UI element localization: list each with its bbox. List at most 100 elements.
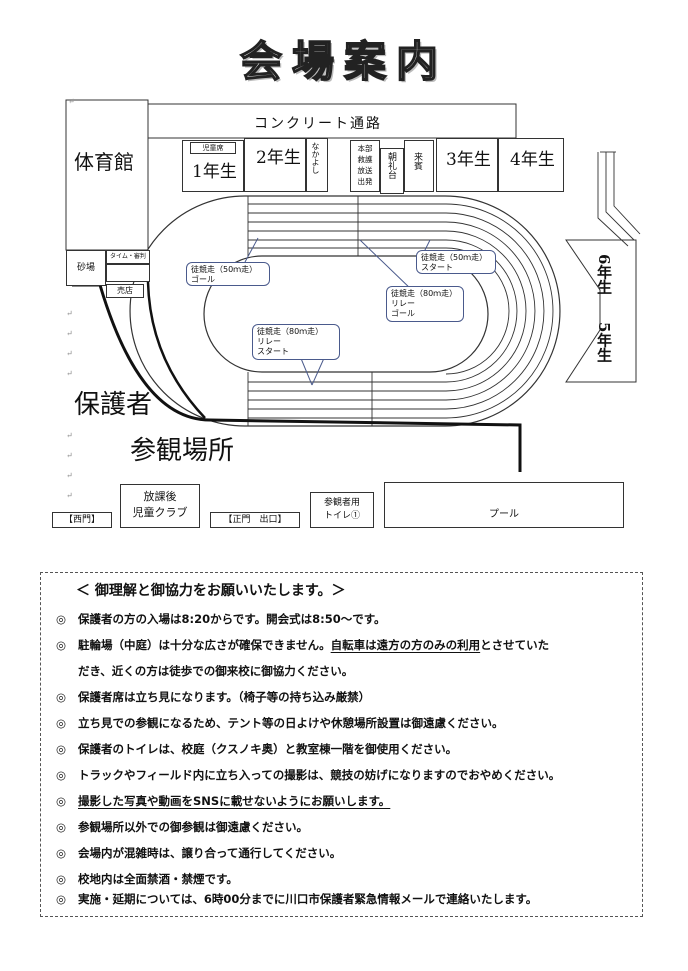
bullet-icon: ◎ [56,794,67,808]
callout-text: スタート [421,263,453,272]
bullet-icon: ◎ [56,846,67,860]
notice-item: ◎ 保護者の方の入場は8:20からです。開会式は8:50～です。 [56,606,636,632]
grade3-area [436,138,498,192]
hq-line: 救護 [357,155,373,164]
gym-label: 体育館 [74,150,134,174]
bullet-icon: ◎ [56,690,67,704]
hq-line: 放送 [357,166,373,175]
svg-text:↵: ↵ [68,97,75,106]
callout-text: リレー [257,337,281,346]
notice-text: 保護者席は立ち見になります。（椅子等の持ち込み厳禁） [78,690,371,704]
shop-label: 売店 [106,284,144,298]
notice-text: 会場内が混雑時は、譲り合って通行してください。 [78,846,342,860]
notice-text-underlined: 自転車は遠方の方のみの利用 [330,638,481,652]
grade6-label: 6年生 [595,254,613,295]
bullet-icon: ◎ [56,768,67,782]
restroom-label: トイレ① [323,511,360,521]
hq-line: 出発 [357,177,373,186]
hq-line: 本部 [357,144,373,153]
bullet-icon: ◎ [56,820,67,834]
paragraph-mark: ↵ [66,431,73,440]
paragraph-mark: ↵ [66,491,73,500]
guest-area [404,140,434,192]
callout-text: 徒競走（80ｍ走） [257,327,324,336]
visitor-restroom: 参観者用 トイレ① [310,492,374,528]
notice-box [40,572,643,917]
callout-text: スタート [257,347,289,356]
page-title: 会場案内 [239,36,448,87]
notice-text: 保護者のトイレは、校庭（クスノキ奥）と教室棟一階を御使用ください。 [78,742,458,756]
viewing-area-label: 参観場所 [130,436,235,466]
notice-item: ◎ 会場内が混雑時は、譲り合って通行してください。 [56,840,636,866]
grade1-label: 1年生 [192,162,237,182]
bullet-icon: ◎ [56,638,67,652]
podium-label: 朝礼台 [386,152,396,179]
notice-text: だき、近くの方は徒歩での御来校に御協力ください。 [78,664,354,678]
paragraph-mark: ↵ [66,329,73,338]
sandpit-area: 砂場 [66,250,106,286]
callout-text: 徒競走（50ｍ走） [191,265,258,274]
notice-item: ◎ 立ち見での参観になるため、テント等の日よけや休憩場所設置は御遠慮ください。 [56,710,636,736]
grade4-label: 4年生 [510,150,555,170]
notice-text: トラックやフィールド内に立ち入っての撮影は、競技の妨げになりますのでおやめくださ… [78,768,561,782]
notice-item: ◎ 実施・延期については、6時00分までに川口市保護者緊急情報メールで連絡いたしま… [56,886,636,912]
notice-text: 駐輪場（中庭）は十分な広さが確保できません。 [78,638,331,652]
notice-item: ◎ 参観場所以外での御参観は御遠慮ください。 [56,814,636,840]
restroom-label: 参観者用 [323,498,360,508]
callout-50m-goal: 徒競走（50ｍ走） ゴール [186,262,270,286]
timing-label: タイム・審判 [106,250,150,264]
paragraph-mark: ↵ [66,369,73,378]
after-school-label: 児童クラブ [132,506,188,519]
callout-text: ゴール [191,275,215,284]
grade3-label: 3年生 [446,150,491,170]
grade2-label: 2年生 [256,148,301,168]
notice-item: ◎ 校地内は全面禁酒・禁煙です。 [56,866,636,892]
notice-item-continued: だき、近くの方は徒歩での御来校に御協力ください。 [56,658,636,684]
notice-text: 保護者の方の入場は8:20からです。開会式は8:50～です。 [78,612,386,626]
timing-area [106,264,150,282]
bullet-icon: ◎ [56,716,67,730]
notice-item: ◎ 撮影した写真や動画をSNSに載せないようにお願いします。 [56,788,636,814]
callout-80m-goal: 徒競走（80ｍ走） リレー ゴール [386,286,464,322]
bullet-icon: ◎ [56,742,67,756]
paragraph-mark: ↵ [66,451,73,460]
podium-area [380,148,404,194]
callout-text: 徒競走（50ｍ走） [421,253,488,262]
child-seat-label: 児童席 [190,142,236,154]
after-school-label: 放課後 [143,490,177,503]
notice-text: 校地内は全面禁酒・禁煙です。 [78,872,238,886]
west-gate: 【西門】 [52,512,112,528]
notice-item: ◎ トラックやフィールド内に立ち入っての撮影は、競技の妨げになりますのでおやめくだ… [56,762,636,788]
callout-text: リレー [391,299,415,308]
guest-label: 来賓 [412,152,422,170]
callout-80m-start: 徒競走（80ｍ走） リレー スタート [252,324,340,360]
callout-text: 徒競走（80ｍ走） [391,289,458,298]
notice-text: 参観場所以外での御参観は御遠慮ください。 [78,820,308,834]
paragraph-mark: ↵ [66,471,73,480]
grade5-label: 5年生 [595,322,613,363]
grade4-area [498,138,564,192]
bullet-icon: ◎ [56,872,67,886]
paragraph-mark: ↵ [66,309,73,318]
paragraph-mark: ↵ [66,349,73,358]
notice-heading: ＜ 御理解と御協力をお願いいたします。＞ [76,583,346,599]
pool: プール [384,482,624,528]
notice-text: 立ち見での参観になるため、テント等の日よけや休憩場所設置は御遠慮ください。 [78,716,504,730]
notice-text: とさせていた [480,638,550,652]
notice-text-underlined: 撮影した写真や動画をSNSに載せないようにお願いします。 [78,794,391,808]
callout-text: ゴール [391,309,415,318]
main-gate-exit: 【正門 出口】 [210,512,300,528]
grade2-side-area [306,138,328,192]
bullet-icon: ◎ [56,612,67,626]
grade2-area [244,138,306,192]
parents-label: 保護者 [74,390,153,420]
grade2-side-label: なかよし [311,142,320,174]
notice-item: ◎ 保護者のトイレは、校庭（クスノキ奥）と教室棟一階を御使用ください。 [56,736,636,762]
callout-50m-start: 徒競走（50ｍ走） スタート [416,250,496,274]
notice-item: ◎ 駐輪場（中庭）は十分な広さが確保できません。自転車は遠方の方のみの利用とさせて… [56,632,636,658]
bullet-icon: ◎ [56,892,67,906]
concrete-path-label: コンクリート通路 [254,116,382,132]
notice-text: 実施・延期については、6時00分までに川口市保護者緊急情報メールで連絡いたします… [78,892,538,906]
notice-item: ◎ 保護者席は立ち見になります。（椅子等の持ち込み厳禁） [56,684,636,710]
after-school-club: 放課後 児童クラブ [120,484,200,528]
